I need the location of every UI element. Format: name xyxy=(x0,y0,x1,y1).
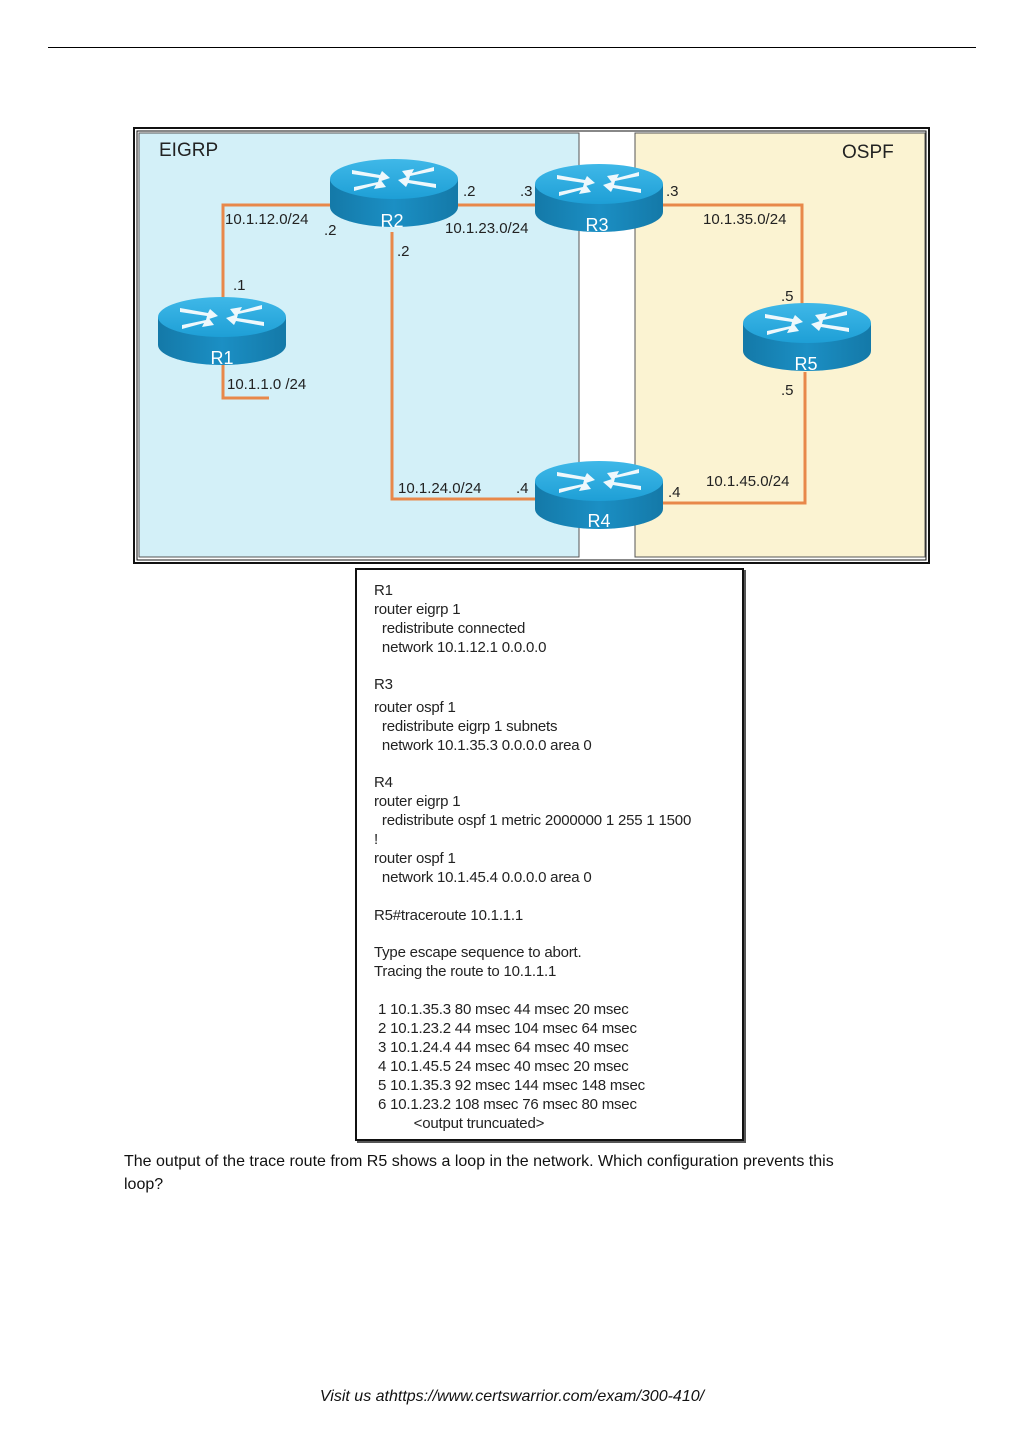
subnet-r2-r3: 10.1.23.0/24 xyxy=(445,220,528,237)
config-line: Tracing the route to 10.1.1.1 xyxy=(374,963,557,980)
network-diagram: EIGRP OSPF R1 R2 R3 R4 R5 10.1.12.0/24 1… xyxy=(133,127,930,564)
router-r3: R3 xyxy=(535,164,663,235)
if-r5-r3: .5 xyxy=(781,288,794,305)
config-line: redistribute eigrp 1 subnets xyxy=(374,718,558,735)
svg-text:R1: R1 xyxy=(210,348,233,368)
truncated-note: <output truncuated> xyxy=(374,1115,545,1132)
if-r5-r4: .5 xyxy=(781,382,794,399)
config-line: router eigrp 1 xyxy=(374,601,461,618)
svg-text:R2: R2 xyxy=(380,211,403,231)
config-line: router ospf 1 xyxy=(374,699,456,716)
link-r1-lan xyxy=(221,362,269,400)
config-line: network 10.1.45.4 0.0.0.0 area 0 xyxy=(374,869,592,886)
ospf-area-label: OSPF xyxy=(842,142,894,163)
svg-text:R5: R5 xyxy=(794,354,817,374)
router-r1: R1 xyxy=(158,297,286,368)
traceroute-hop: 6 10.1.23.2 108 msec 76 msec 80 msec xyxy=(374,1096,637,1113)
if-r3-r2: .3 xyxy=(520,183,533,200)
config-line: ! xyxy=(374,831,378,848)
subnet-r4-r5: 10.1.45.0/24 xyxy=(706,473,789,490)
link-r3-r5 xyxy=(663,203,804,310)
if-r4-r5: .4 xyxy=(668,484,681,501)
router-r2: R2 xyxy=(330,159,458,231)
link-r2-r4 xyxy=(390,232,536,501)
config-line: Type escape sequence to abort. xyxy=(374,944,582,961)
if-r1-r2: .1 xyxy=(233,277,246,294)
config-line: R3 xyxy=(374,676,393,693)
question-text: The output of the trace route from R5 sh… xyxy=(124,1153,834,1193)
traceroute-hop: 4 10.1.45.5 24 msec 40 msec 20 msec xyxy=(374,1058,629,1075)
config-line: router eigrp 1 xyxy=(374,793,461,810)
config-line: R4 xyxy=(374,774,393,791)
svg-text:R4: R4 xyxy=(587,511,610,531)
config-line: R1 xyxy=(374,582,393,599)
config-line: R5#traceroute 10.1.1.1 xyxy=(374,907,524,924)
config-line: redistribute connected xyxy=(374,620,526,637)
traceroute-hop: 2 10.1.23.2 44 msec 104 msec 64 msec xyxy=(374,1020,637,1037)
eigrp-area-label: EIGRP xyxy=(159,140,218,161)
config-line: network 10.1.35.3 0.0.0.0 area 0 xyxy=(374,737,592,754)
header-rule xyxy=(48,47,976,48)
subnet-r1-r2: 10.1.12.0/24 xyxy=(225,211,308,228)
config-output-box: R1 router eigrp 1 redistribute connected… xyxy=(355,568,744,1141)
if-r4-r2: .4 xyxy=(516,480,529,497)
config-line: redistribute ospf 1 metric 2000000 1 255… xyxy=(374,812,692,829)
footer-link-text: Visit us athttps://www.certswarrior.com/… xyxy=(319,1388,705,1405)
links xyxy=(221,203,807,505)
traceroute-hop: 3 10.1.24.4 44 msec 64 msec 40 msec xyxy=(374,1039,629,1056)
svg-text:R3: R3 xyxy=(585,215,608,235)
traceroute-hop: 5 10.1.35.3 92 msec 144 msec 148 msec xyxy=(374,1077,645,1094)
router-r5: R5 xyxy=(743,303,871,374)
traceroute-hop: 1 10.1.35.3 80 msec 44 msec 20 msec xyxy=(374,1001,629,1018)
subnet-r3-r5: 10.1.35.0/24 xyxy=(703,211,786,228)
if-r2-r1: .2 xyxy=(324,222,337,239)
router-r4: R4 xyxy=(535,461,663,531)
if-r3-r5: .3 xyxy=(666,183,679,200)
config-line: network 10.1.12.1 0.0.0.0 xyxy=(374,639,547,656)
link-r4-r5 xyxy=(663,372,807,505)
link-r1-r2 xyxy=(221,203,330,310)
subnet-r2-r4: 10.1.24.0/24 xyxy=(398,480,481,497)
if-r2-r3: .2 xyxy=(463,183,476,200)
config-line: router ospf 1 xyxy=(374,850,456,867)
if-r2-r4: .2 xyxy=(397,243,410,260)
subnet-r1-lan: 10.1.1.0 /24 xyxy=(227,376,306,393)
